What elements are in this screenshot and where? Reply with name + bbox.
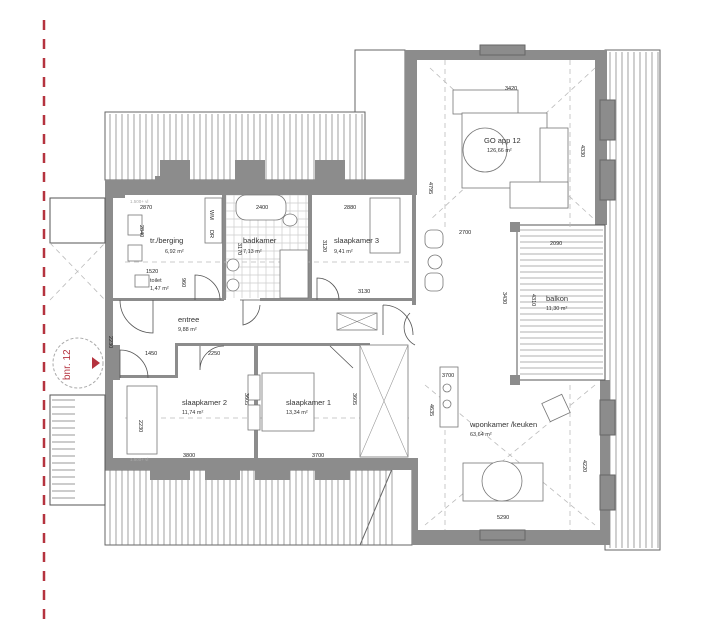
room-area: 63,64 m² xyxy=(470,432,492,438)
room-labels: tr./berging 6,92 m² badkamer 7,13 m² sla… xyxy=(150,136,568,438)
dimension: 2870 xyxy=(140,205,152,211)
balcony xyxy=(510,222,606,385)
room-name: tr./berging xyxy=(150,236,183,245)
dimension: 4635 xyxy=(428,404,434,416)
dimension: 2250 xyxy=(208,351,220,357)
dimension: 2880 xyxy=(344,205,356,211)
room-name: entree xyxy=(178,315,199,324)
dimension: 960 xyxy=(180,278,186,287)
level-marker: 1.500+ vl xyxy=(130,457,148,462)
dimension: 3430 xyxy=(501,292,507,304)
room-area: 1,47 m² xyxy=(150,286,169,292)
room-name: slaapkamer 2 xyxy=(182,398,227,407)
dimension: 5290 xyxy=(497,515,509,521)
dimension: 3420 xyxy=(505,86,517,92)
room-area: 126,66 m² xyxy=(487,148,512,154)
room-area: 6,92 m² xyxy=(165,249,184,255)
dimension: 2840 xyxy=(138,225,144,237)
dimension: 2090 xyxy=(550,241,562,247)
room-name: toilet xyxy=(150,278,162,284)
dimension: 2700 xyxy=(459,230,471,236)
dimension: 4330 xyxy=(579,145,585,157)
dimension: 2230 xyxy=(137,420,143,432)
room-area: 13,34 m² xyxy=(286,410,308,416)
room-name: slaapkamer 1 xyxy=(286,398,331,407)
dimension: 3130 xyxy=(358,289,370,295)
walls xyxy=(105,44,616,545)
room-area: 9,41 m² xyxy=(334,249,353,255)
dimension: 3120 xyxy=(321,240,327,252)
dimension: 3800 xyxy=(183,453,195,459)
dimension: 4795 xyxy=(427,182,433,194)
dimension: 1520 xyxy=(146,269,158,275)
room-area: 11,74 m² xyxy=(182,410,203,416)
room-area: 11,30 m² xyxy=(546,306,567,312)
dimension-labels: 2870 2400 2880 2840 1520 960 3170 3120 3… xyxy=(107,86,587,521)
dimension: 3605 xyxy=(351,393,357,405)
level-marker: 1.500+ vl xyxy=(130,199,148,204)
dimension: 4310 xyxy=(530,294,536,306)
room-area: 7,13 m² xyxy=(243,249,262,255)
dimension: 2230 xyxy=(107,336,113,348)
dryer-label: DR xyxy=(208,230,214,238)
dimension: 4220 xyxy=(581,460,587,472)
house-number-marker: bnr. 12 xyxy=(52,337,104,389)
room-name: GO app 12 xyxy=(484,136,521,145)
doors xyxy=(119,274,416,379)
furniture xyxy=(126,89,571,502)
roof-bottom-left xyxy=(104,461,413,546)
room-name: woonkamer /keuken xyxy=(469,420,537,429)
room-area: 9,88 m² xyxy=(178,327,197,333)
dimension: 1450 xyxy=(145,351,157,357)
exterior-stair xyxy=(49,197,106,506)
room-name: badkamer xyxy=(243,236,277,245)
dimension: 3700 xyxy=(312,453,324,459)
dimension: 2400 xyxy=(256,205,268,211)
dimension: 3605 xyxy=(243,393,249,405)
room-name: balkon xyxy=(546,294,568,303)
dimension: 3700 xyxy=(442,373,454,379)
washer-label: WM xyxy=(208,210,214,220)
room-name: slaapkamer 3 xyxy=(334,236,379,245)
dimension: 3170 xyxy=(236,243,242,255)
house-number-label: bnr. 12 xyxy=(62,349,73,380)
